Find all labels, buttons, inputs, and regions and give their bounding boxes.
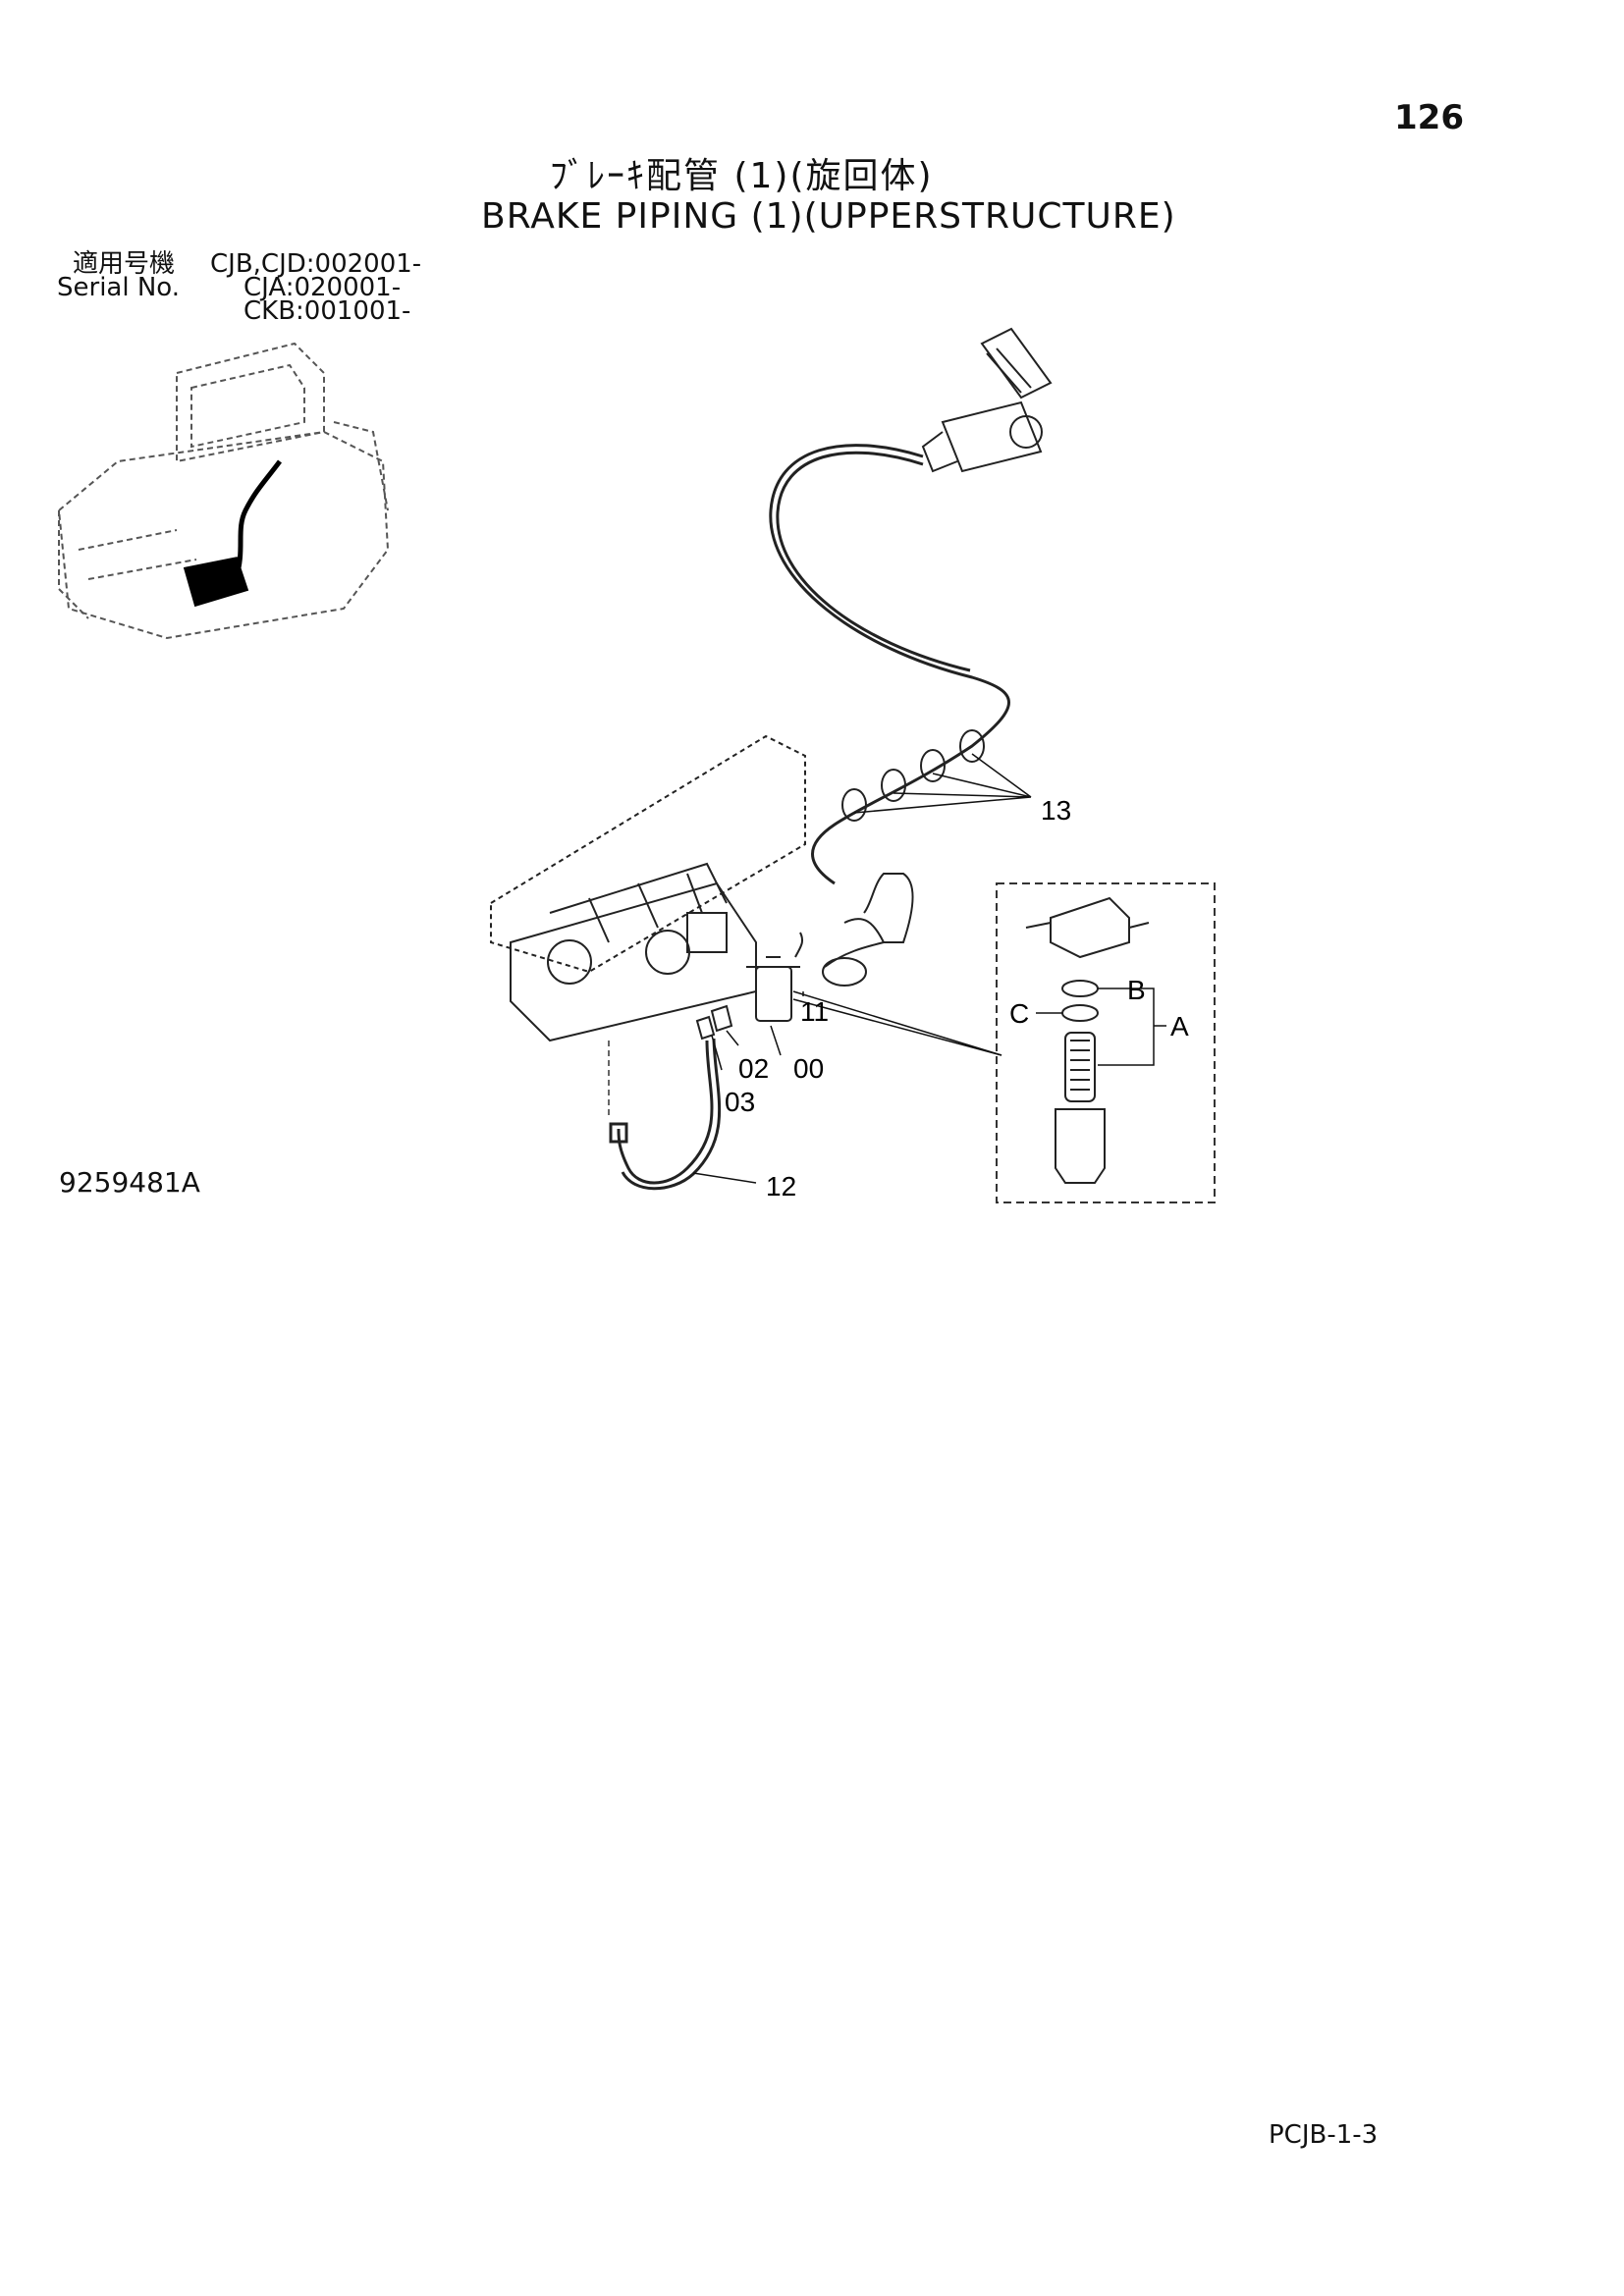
brake-pedal-assembly bbox=[921, 327, 1053, 473]
leader-lines bbox=[692, 753, 1166, 1184]
callout-B: B bbox=[1127, 975, 1146, 1005]
callout-03: 03 bbox=[725, 1087, 755, 1117]
title-japanese: ﾌﾞﾚｰｷ配管 (1)(旋回体) bbox=[550, 156, 934, 196]
callout-C: C bbox=[1009, 998, 1029, 1029]
callout-00: 00 bbox=[793, 1053, 824, 1084]
filter-detail-box bbox=[996, 882, 1216, 1203]
clamps bbox=[841, 729, 985, 822]
callout-12: 12 bbox=[766, 1171, 796, 1201]
serial-label-japanese: 適用号機 bbox=[73, 249, 176, 279]
serial-range-2: CJA:020001- bbox=[244, 273, 402, 302]
return-pipe bbox=[822, 873, 914, 987]
excavator-brake-line-highlight bbox=[183, 459, 282, 608]
control-valve-block bbox=[490, 734, 806, 1042]
footer-code: PCJB-1-3 bbox=[1269, 2120, 1379, 2150]
excavator-locator-sketch bbox=[57, 342, 390, 640]
callout-11: 11 bbox=[800, 996, 829, 1027]
serial-range-3: CKB:001001- bbox=[244, 296, 411, 326]
serial-label-english: Serial No. bbox=[57, 273, 180, 302]
filter-exploded-parts bbox=[1025, 896, 1150, 1184]
adapters bbox=[695, 1004, 733, 1041]
serial-range-1: CJB,CJD:002001- bbox=[210, 249, 422, 279]
title-english: BRAKE PIPING (1)(UPPERSTRUCTURE) bbox=[481, 196, 1176, 237]
callout-13: 13 bbox=[1041, 795, 1071, 826]
callout-A: A bbox=[1170, 1011, 1189, 1041]
hose-12 bbox=[609, 1038, 722, 1191]
page-number: 126 bbox=[1394, 98, 1464, 137]
line-filter bbox=[746, 932, 804, 1022]
brake-hose bbox=[769, 444, 1010, 885]
drawing-number: 9259481A bbox=[59, 1166, 200, 1199]
callout-02: 02 bbox=[738, 1053, 769, 1084]
